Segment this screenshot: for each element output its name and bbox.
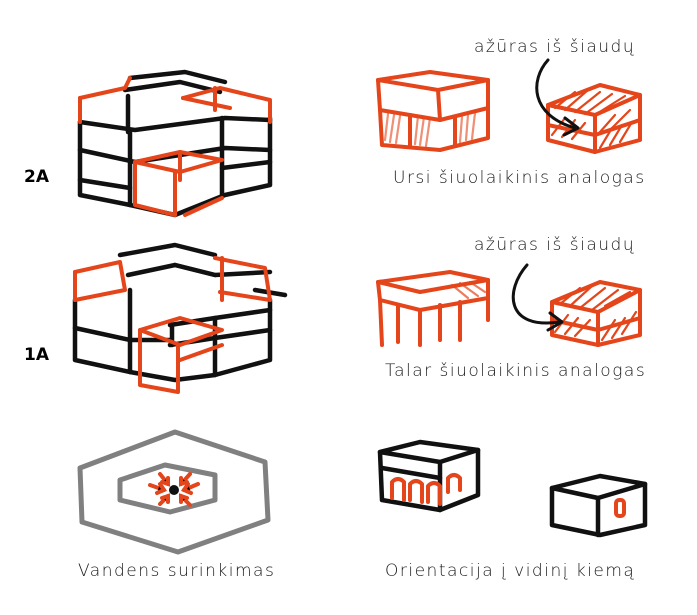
drain-point-icon <box>169 485 179 495</box>
annotation-straw-lattice-2: ažūras iš šiaudų <box>474 235 635 255</box>
orientation-sketch <box>377 439 648 538</box>
door-opening-icon <box>614 498 626 518</box>
talar-analog-sketch <box>376 263 642 347</box>
level-label-1a: 1A <box>24 345 50 365</box>
level-label-2a: 2A <box>24 167 50 187</box>
arrow-icon <box>535 58 577 130</box>
water-collection-sketch <box>77 429 271 555</box>
annotation-straw-lattice-1: ažūras iš šiaudų <box>474 37 635 57</box>
building-1a-sketch <box>72 242 288 394</box>
arrow-icon <box>511 263 562 325</box>
caption-water-collection: Vandens surinkimas <box>78 561 275 581</box>
caption-talar: Talar šiuolaikinis analogas <box>385 361 646 381</box>
caption-orientation: Orientacija į vidinį kiemą <box>385 561 635 581</box>
caption-ursi: Ursi šiuolaikinis analogas <box>393 168 646 188</box>
inflow-arrows-icon <box>148 472 200 507</box>
building-2a-sketch <box>77 69 273 218</box>
ursi-analog-sketch <box>376 58 642 154</box>
